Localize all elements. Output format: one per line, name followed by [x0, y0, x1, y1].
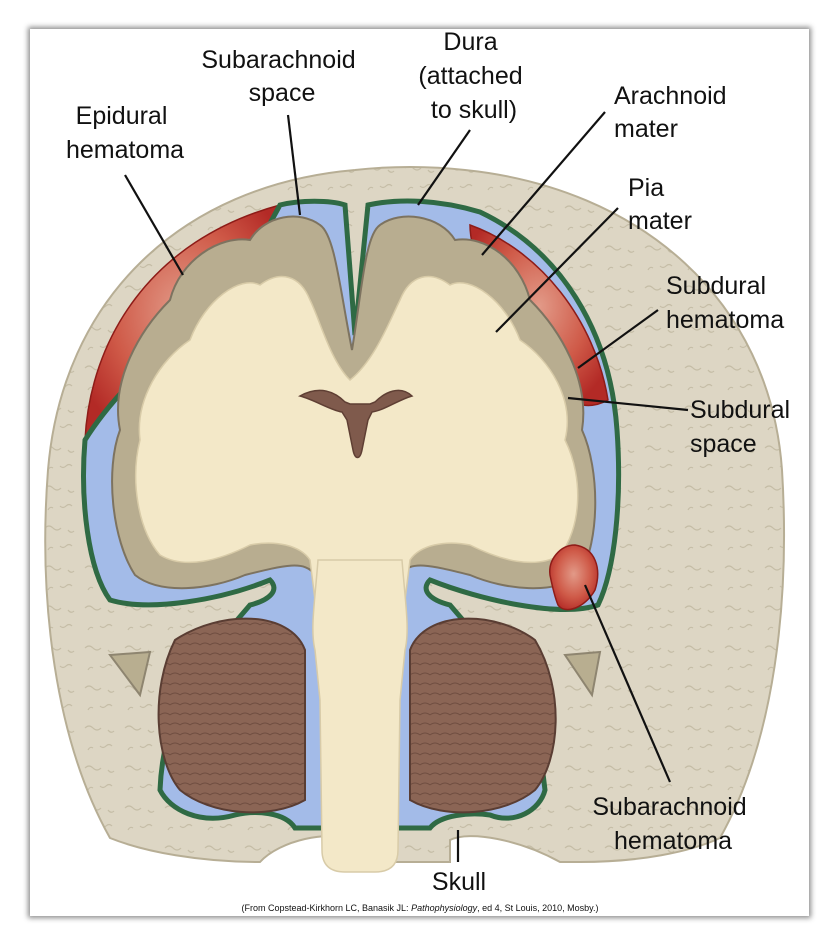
label-arachnoid-mater: Arachnoid mater — [614, 82, 734, 143]
leader-subdural-space — [567, 396, 689, 412]
leader-arachnoid — [481, 111, 606, 256]
leader-dura — [417, 129, 471, 206]
brainstem — [312, 559, 408, 873]
leader-epidural — [124, 174, 184, 276]
label-subdural-space: Subdural space — [690, 396, 797, 458]
label-pia-mater: Pia mater — [628, 174, 692, 235]
leader-subdural-hematoma — [577, 309, 659, 369]
label-subdural-hematoma: Subdural hematoma — [666, 272, 784, 334]
label-dura: Dura (attached to skull) — [418, 28, 529, 124]
leader-pia — [495, 207, 619, 333]
label-subarachnoid-space: Subarachnoid space — [201, 46, 362, 107]
citation: (From Copstead-Kirkhorn LC, Banasik JL: … — [241, 903, 598, 913]
leader-subarachnoid-space — [286, 114, 302, 216]
label-skull: Skull — [432, 868, 486, 896]
label-subarachnoid-hematoma: Subarachnoid hematoma — [592, 793, 753, 855]
subarachnoid-hematoma-region — [549, 544, 599, 611]
cerebellum-right — [409, 617, 557, 814]
skull-fossa-right — [563, 650, 602, 698]
skull-fossa-left — [108, 650, 152, 698]
ventricle — [298, 389, 414, 459]
label-epidural-hematoma: Epidural hematoma — [66, 102, 184, 164]
cerebellum-left — [157, 617, 306, 814]
leader-subarachnoid-hematoma — [583, 584, 672, 783]
